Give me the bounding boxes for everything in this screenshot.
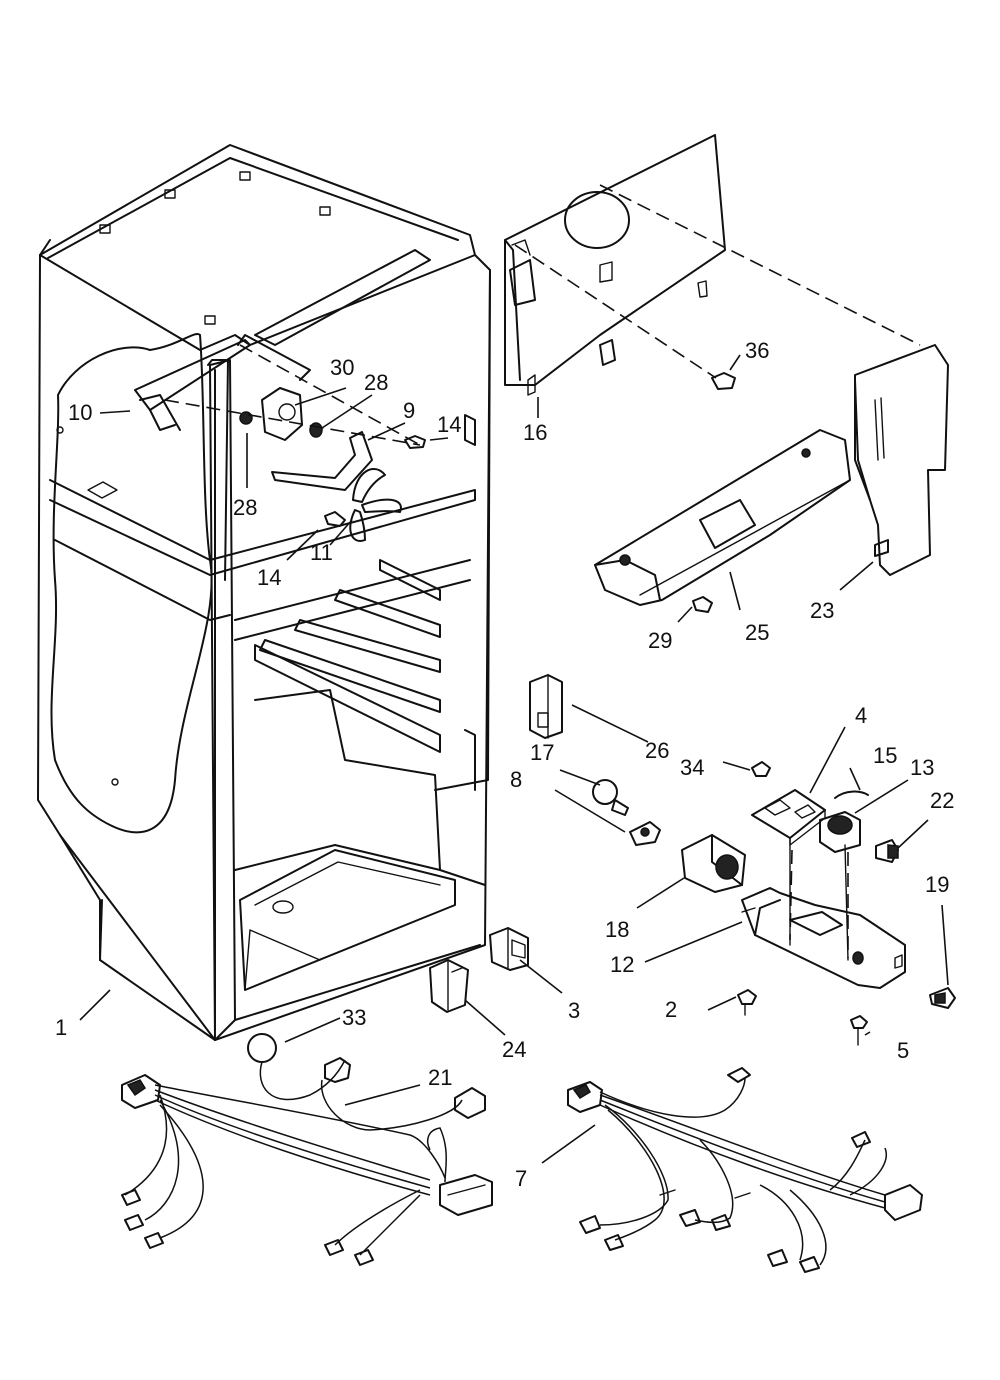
- callout-29: 29: [648, 628, 672, 653]
- part-2-screw: [737, 989, 757, 1016]
- callout-19: 19: [925, 872, 949, 897]
- callout-1: 1: [55, 1015, 67, 1040]
- air-diffuser: [854, 344, 949, 576]
- callout-7: 7: [515, 1166, 527, 1191]
- callout-5: 5: [897, 1038, 909, 1063]
- callout-21: 21: [428, 1065, 452, 1090]
- callout-28-b: 28: [364, 370, 388, 395]
- cabinet-liner: [37, 144, 491, 1041]
- callout-labels: 1 2 3 4 5 7 8 9 10 11 12 13 14 14 15 16 …: [55, 338, 954, 1191]
- part-26-socket: [529, 674, 563, 739]
- part-5-screw: [850, 1015, 868, 1046]
- part-3-relay: [489, 927, 529, 971]
- part-4-control-board: [751, 789, 826, 846]
- wire-harness-7: [567, 1067, 923, 1273]
- callout-24: 24: [502, 1037, 526, 1062]
- callout-23: 23: [810, 598, 834, 623]
- callout-34: 34: [680, 755, 704, 780]
- assembly-guide-lines: [164, 184, 921, 958]
- callout-28-a: 28: [233, 495, 257, 520]
- screw-14-b: [324, 511, 346, 527]
- callout-16: 16: [523, 420, 547, 445]
- callout-9: 9: [403, 398, 415, 423]
- wire-harness-21: [121, 1057, 493, 1266]
- callout-36: 36: [745, 338, 769, 363]
- callout-26: 26: [645, 738, 669, 763]
- callout-14-b: 14: [257, 565, 281, 590]
- callout-22: 22: [930, 788, 954, 813]
- callout-17: 17: [530, 740, 554, 765]
- screw-14-a: [404, 435, 426, 449]
- callout-11: 11: [310, 540, 333, 565]
- callout-8: 8: [510, 767, 522, 792]
- screw-29: [692, 596, 713, 613]
- callout-leaders: [79, 354, 949, 1164]
- part-13-thermostat: [819, 811, 861, 961]
- control-housing: [594, 429, 851, 606]
- part-22-switch: [875, 839, 899, 863]
- part-8-socket: [629, 821, 661, 846]
- part-24-overload: [429, 959, 469, 1013]
- callout-4: 4: [855, 703, 867, 728]
- callout-33: 33: [342, 1005, 366, 1030]
- callout-10: 10: [68, 400, 92, 425]
- part-17-bulb: [592, 779, 629, 816]
- fan-motor: [239, 387, 303, 441]
- part-18-light-shield: [681, 834, 746, 893]
- callout-15: 15: [873, 743, 897, 768]
- part-15-wire-clip: [834, 790, 869, 799]
- screw-36: [711, 372, 736, 390]
- callout-2: 2: [665, 997, 677, 1022]
- callout-12: 12: [610, 952, 634, 977]
- callout-25: 25: [745, 620, 769, 645]
- part-12-housing: [741, 837, 906, 989]
- part-19-clip: [929, 987, 956, 1009]
- callout-3: 3: [568, 998, 580, 1023]
- fan-blade: [349, 468, 402, 542]
- part-34-screw: [751, 761, 771, 777]
- callout-18: 18: [605, 917, 629, 942]
- callout-13: 13: [910, 755, 934, 780]
- part-33-capacitor: [247, 1033, 277, 1063]
- fan-motor-bracket: [134, 334, 311, 431]
- evaporator-cover: [504, 134, 726, 396]
- callout-30: 30: [330, 355, 354, 380]
- callout-14-a: 14: [437, 412, 461, 437]
